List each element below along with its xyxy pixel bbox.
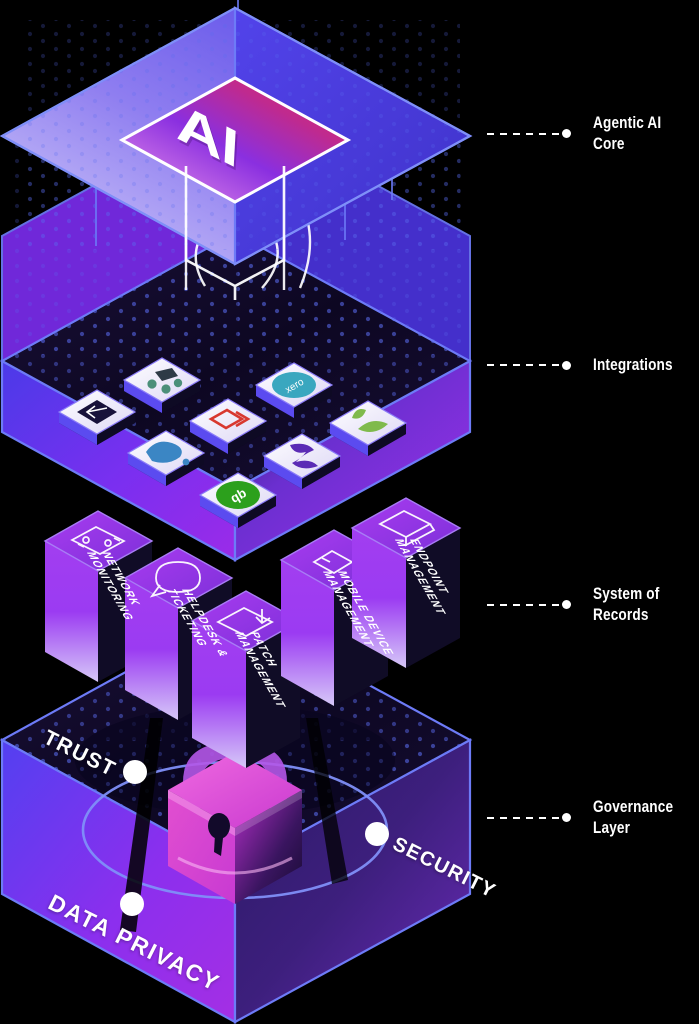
callout-agentic-ai-core: Agentic AI Core [487, 113, 678, 154]
agentic-ai-core-group [0, 6, 473, 300]
server-rack-icon [70, 526, 126, 555]
integration-tile-quickbooks[interactable]: qb [198, 472, 278, 528]
integration-tile-autotask[interactable] [188, 398, 268, 454]
pillar-marker-data-privacy [120, 892, 144, 916]
callout-label: Integrations [593, 355, 673, 374]
callout-leader-line [487, 132, 559, 135]
callout-dot [562, 360, 571, 370]
pillar-marker-security [365, 822, 389, 846]
svg-text:qb: qb [228, 485, 249, 506]
callout-dot [562, 600, 571, 610]
sor-box-patch-management[interactable] [190, 590, 302, 768]
integration-tile-splash[interactable] [126, 430, 206, 486]
ai-core-diamond[interactable] [118, 76, 352, 204]
callout-label: Agentic AI Core [593, 113, 662, 153]
integration-tile-sync-connector[interactable] [57, 389, 137, 445]
sor-box-endpoint-management[interactable] [350, 497, 462, 668]
integration-tile-leaf[interactable] [328, 400, 408, 456]
callout-governance-layer: Governance Layer [487, 797, 693, 838]
callout-leader-line [487, 816, 559, 819]
download-patch-icon [216, 606, 274, 638]
ai-core-legs [184, 166, 286, 300]
headset-support-icon [149, 561, 201, 598]
integration-tile-syncro[interactable] [262, 433, 342, 489]
laptop-endpoint-icon [378, 509, 436, 547]
system-of-records-group [43, 497, 462, 768]
callout-label: System of Records [593, 584, 660, 624]
callout-label: Governance Layer [593, 797, 674, 837]
integration-tiles-group: xero [57, 357, 408, 528]
callout-dot [562, 813, 571, 823]
pillar-marker-trust [123, 760, 147, 784]
callout-system-of-records: System of Records [487, 584, 676, 625]
callout-leader-line [487, 603, 559, 606]
callout-integrations: Integrations [487, 355, 693, 376]
integration-tile-datto[interactable] [122, 357, 202, 413]
shadow-streak-left [120, 718, 163, 932]
shadow-streak-right [306, 718, 348, 884]
integration-tile-xero[interactable]: xero [254, 362, 334, 418]
callout-leader-line [487, 364, 559, 367]
callout-dot [562, 129, 571, 139]
